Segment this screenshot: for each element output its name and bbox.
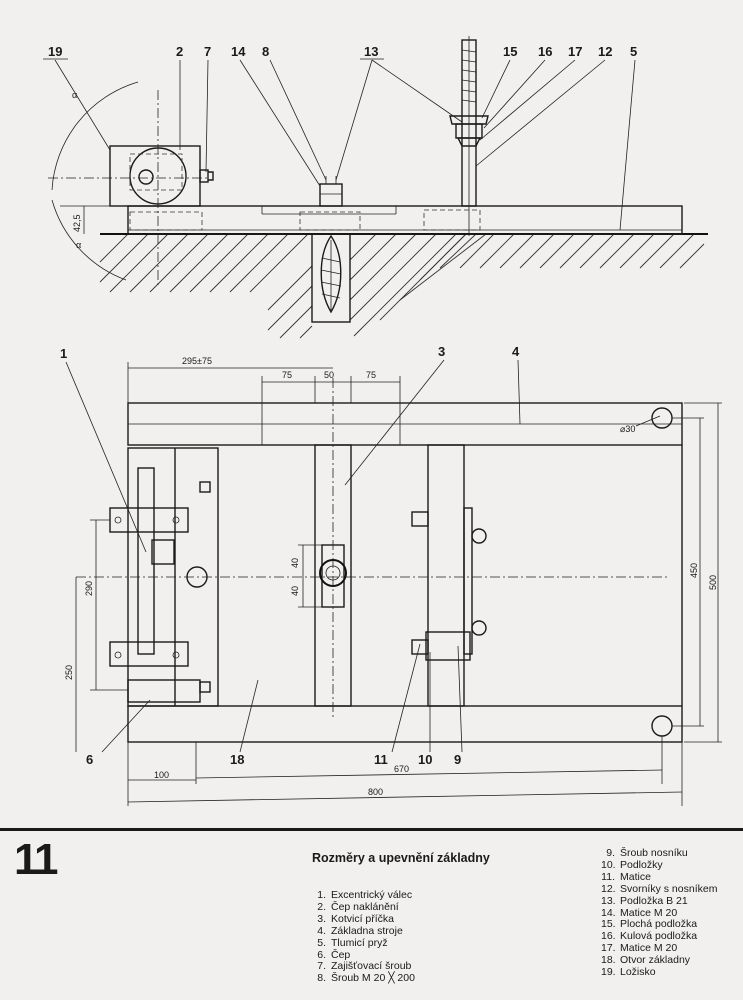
dim-phi-30: ⌀30	[620, 424, 635, 434]
legend-item: 5.Tlumicí pryž	[317, 936, 388, 949]
legend-item: 13.Podložka B 21	[601, 894, 688, 907]
dim-alpha-1: α	[72, 90, 77, 100]
legend-item: 17.Matice M 20	[601, 942, 678, 955]
legend-item: 3.Kotvicí příčka	[317, 912, 395, 925]
dim-800: 800	[368, 787, 383, 797]
dim-500: 500	[708, 575, 718, 590]
legend-right: 9.Šroub nosníku 10.Podložky 11.Matice 12…	[601, 847, 718, 979]
dim-670: 670	[394, 764, 409, 774]
part-label-1: 1	[60, 346, 67, 361]
dim-450: 450	[689, 563, 699, 578]
legend-item: 7.Zajišťovací šroub	[317, 960, 412, 973]
legend-item: 2.Čep naklánění	[317, 900, 399, 913]
part-label-8: 8	[262, 44, 269, 59]
dim-295: 295±75	[182, 356, 212, 366]
part-label-13: 13	[364, 44, 378, 59]
dim-40-bottom: 40	[290, 586, 300, 596]
dim-42-5: 42,5	[72, 214, 82, 232]
part-label-7: 7	[204, 44, 211, 59]
legend-item: 16.Kulová podložka	[601, 930, 698, 943]
legend-item: 12.Svorníky s nosníkem	[601, 882, 718, 895]
dimension-labels: 42,5 α α 295±75 75 50 75 ⌀30 40 40 290 2…	[64, 90, 718, 797]
technical-drawing: 19 2 7 14 8 13 15 16 17 12 5 1 3 4 6 18 …	[43, 36, 722, 806]
side-view	[43, 36, 708, 339]
part-label-17: 17	[568, 44, 582, 59]
part-label-19: 19	[48, 44, 62, 59]
dim-alpha-2: α	[76, 240, 81, 250]
part-label-15: 15	[503, 44, 517, 59]
ground-hatching	[99, 233, 705, 339]
legend-item: 10.Podložky	[601, 858, 663, 871]
dim-40-top: 40	[290, 558, 300, 568]
part-label-12: 12	[598, 44, 612, 59]
legend-item: 8.Šroub M 20 ╳ 200	[317, 972, 415, 985]
figure-number: 11	[14, 835, 58, 884]
dim-250: 250	[64, 665, 74, 680]
part-labels: 19 2 7 14 8 13 15 16 17 12 5 1 3 4 6 18 …	[48, 44, 637, 767]
legend-item: 4.Základna stroje	[317, 924, 403, 937]
part-label-10: 10	[418, 752, 432, 767]
dim-290: 290	[84, 581, 94, 596]
legend-item: 11.Matice	[601, 870, 651, 883]
caption-divider	[0, 828, 743, 831]
legend-left: 1.Excentrický válec 2.Čep naklánění 3.Ko…	[312, 889, 415, 985]
figure-title: Rozměry a upevnění základny	[312, 851, 490, 865]
part-label-18: 18	[230, 752, 244, 767]
part-label-14: 14	[231, 44, 246, 59]
dim-100: 100	[154, 770, 169, 780]
part-label-3: 3	[438, 344, 445, 359]
part-label-6: 6	[86, 752, 93, 767]
part-label-4: 4	[512, 344, 520, 359]
legend-item: 1.Excentrický válec	[317, 889, 413, 901]
part-label-2: 2	[176, 44, 183, 59]
dim-50: 50	[324, 370, 334, 380]
part-label-16: 16	[538, 44, 552, 59]
part-label-11: 11	[374, 752, 388, 767]
dim-75-left: 75	[282, 370, 292, 380]
part-label-5: 5	[630, 44, 637, 59]
dim-75-right: 75	[366, 370, 376, 380]
legend-item: 9.Šroub nosníku	[606, 847, 688, 859]
part-label-9: 9	[454, 752, 461, 767]
legend-item: 15.Plochá podložka	[601, 918, 698, 931]
legend-item: 18.Otvor základny	[601, 954, 691, 967]
plan-view	[65, 359, 722, 806]
legend-item: 14.Matice M 20	[601, 906, 678, 919]
legend-item: 19.Ložisko	[601, 966, 656, 979]
legend-item: 6.Čep	[317, 948, 351, 961]
